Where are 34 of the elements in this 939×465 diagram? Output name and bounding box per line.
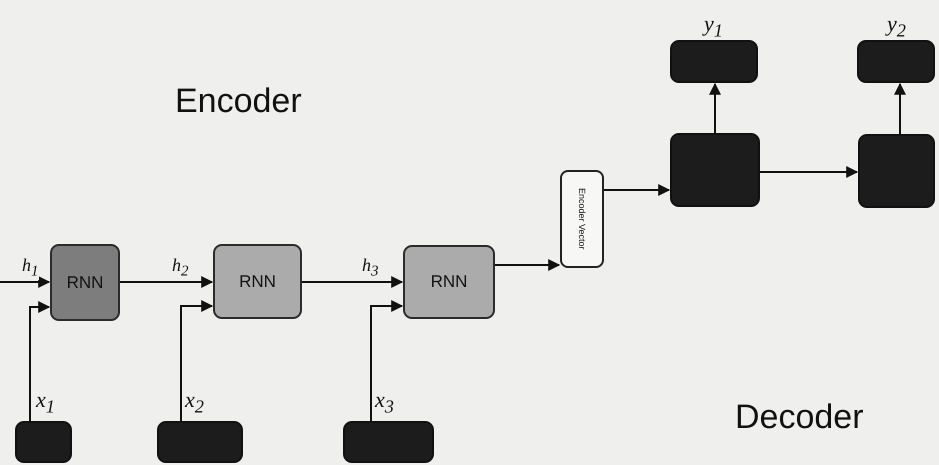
edge-label: h$_{1}$	[22, 256, 38, 280]
rnn-cell	[50, 244, 120, 321]
rnn-cell	[213, 244, 302, 319]
arrow	[709, 82, 721, 133]
decoder-cell	[670, 133, 760, 207]
variable-label: x$_{1}$	[36, 389, 55, 416]
arrow	[0, 276, 50, 288]
variable-label: y$_{2}$	[887, 13, 906, 40]
variable-label: x$_{2}$	[185, 389, 204, 416]
variable-label: x$_{3}$	[375, 389, 394, 416]
arrow	[302, 276, 404, 288]
node-label: RNN	[430, 272, 468, 292]
section-heading: Encoder	[175, 84, 302, 118]
section-heading: Decoder	[735, 400, 864, 434]
node-label: RNN	[66, 272, 104, 292]
data-box	[343, 421, 434, 463]
arrow	[760, 166, 858, 178]
arrow	[604, 184, 670, 196]
arrow	[894, 82, 906, 134]
arrow	[120, 276, 214, 288]
arrow	[495, 259, 560, 271]
node-label: Encoder Vector	[577, 188, 587, 250]
arrow	[29, 301, 50, 421]
data-box	[857, 40, 935, 83]
decoder-cell	[858, 134, 935, 208]
data-box	[670, 40, 758, 83]
vector-box	[560, 170, 604, 268]
data-box	[15, 421, 72, 463]
node-label: RNN	[239, 272, 276, 292]
rnn-cell	[403, 245, 495, 319]
arrow	[180, 300, 214, 421]
data-box	[157, 421, 243, 463]
arrow	[370, 300, 404, 421]
variable-label: y$_{1}$	[704, 13, 723, 40]
